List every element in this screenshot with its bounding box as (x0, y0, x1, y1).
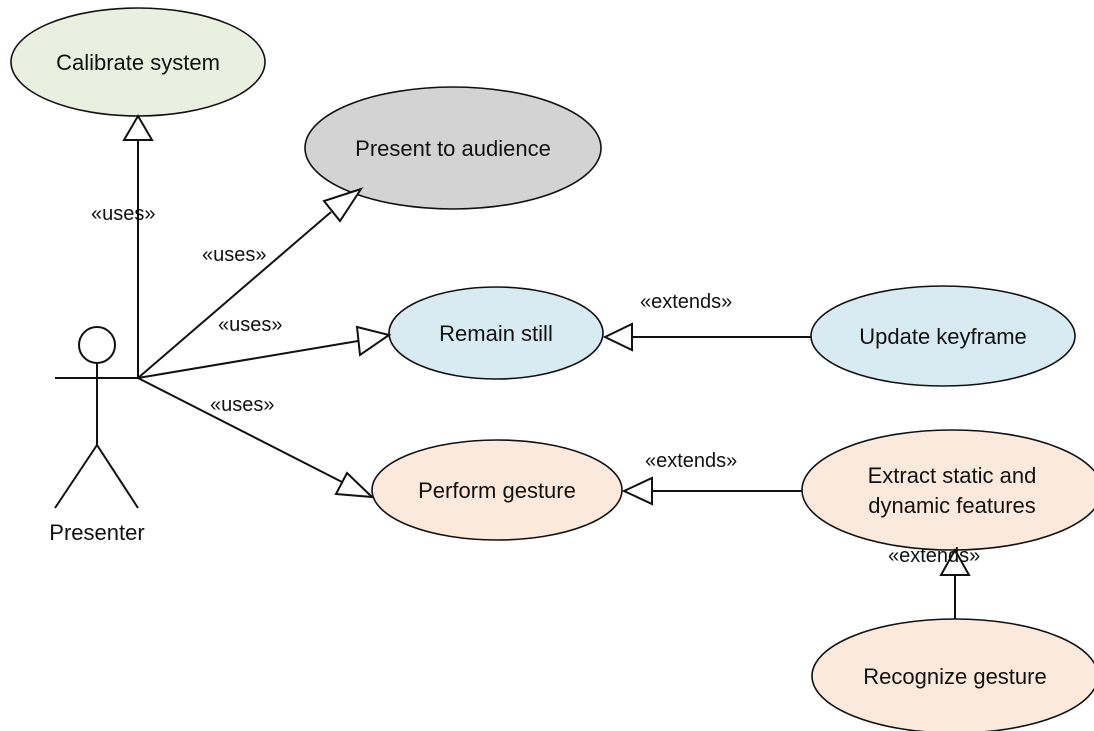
label-uses-remain: «uses» (218, 314, 283, 336)
actor-name: Presenter (49, 520, 144, 545)
use-case-ellipse (371, 439, 623, 541)
arrowhead-recognize (939, 547, 971, 576)
use-case-ellipse (810, 285, 1076, 387)
label-uses-perform: «uses» (210, 394, 275, 416)
label-uses-present: «uses» (202, 244, 267, 266)
use-case-label: Recognize gesture (863, 664, 1046, 689)
arrowhead-perform (334, 471, 375, 499)
use-case-update-keyframe: Update keyframe (810, 285, 1076, 387)
uses-line-remain (137, 340, 359, 379)
use-case-present-to-audience: Present to audience (304, 86, 602, 210)
use-case-ellipse (801, 429, 1094, 551)
use-case-label: Present to audience (355, 136, 551, 161)
use-case-remain-still: Remain still (388, 286, 604, 380)
use-case-extract-features: Extract static and dynamic features (801, 429, 1094, 551)
use-case-recognize-gesture: Recognize gesture (811, 618, 1094, 731)
label-extends-recognize: «extends» (888, 545, 980, 567)
use-case-label: Update keyframe (859, 324, 1027, 349)
actor-head (78, 326, 116, 364)
use-case-ellipse (811, 618, 1094, 731)
label-extends-extract: «extends» (645, 450, 737, 472)
use-case-label: Calibrate system (56, 50, 220, 75)
actor-left-leg (54, 444, 98, 509)
use-case-label: Remain still (439, 321, 553, 346)
actor-presenter: Presenter (49, 326, 145, 545)
arrowhead-extract (621, 476, 653, 506)
use-case-ellipse (304, 86, 602, 210)
actor-right-leg (96, 444, 139, 509)
arrowhead-remain (355, 325, 392, 357)
arrowhead-present (322, 187, 364, 223)
label-uses-calibrate: «uses» (91, 203, 156, 225)
arrowhead-calibrate (122, 114, 154, 141)
uses-line-present (137, 211, 332, 379)
use-case-label-line2: dynamic features (868, 493, 1036, 518)
use-case-label-line1: Extract static and (868, 463, 1037, 488)
arrowhead-update (602, 322, 633, 352)
use-case-perform-gesture: Perform gesture (371, 439, 623, 541)
label-extends-update: «extends» (640, 291, 732, 313)
use-case-label: Perform gesture (418, 478, 576, 503)
use-case-calibrate-system: Calibrate system (10, 7, 266, 117)
use-case-ellipse (388, 286, 604, 380)
uses-line-perform (137, 377, 343, 483)
